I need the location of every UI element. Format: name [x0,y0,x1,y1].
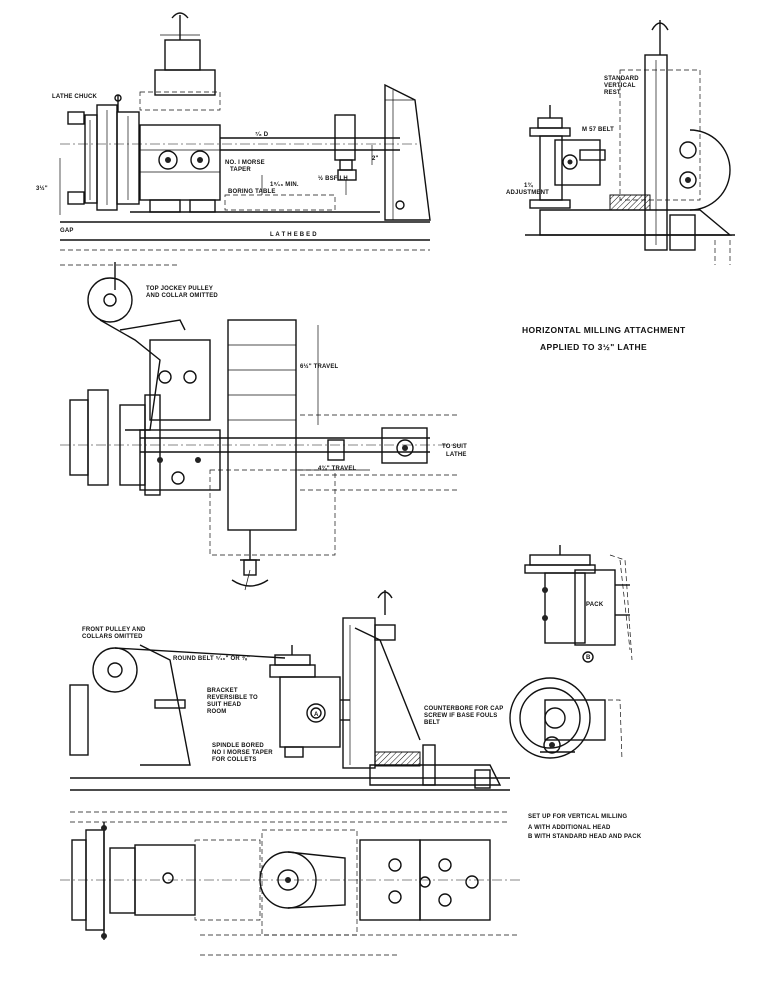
label-standard-rest-3: REST [604,90,621,96]
label-to-suit-1: TO SUIT [442,444,467,450]
label-bracket-2: REVERSIBLE TO [207,695,258,701]
view-plan-labels: TOP JOCKEY PULLEY AND COLLAR OMITTED 6½"… [146,286,467,472]
label-jockey-2: AND COLLAR OMITTED [146,293,218,299]
title-line-1: HORIZONTAL MILLING ATTACHMENT [522,325,686,335]
label-pack: PACK [586,602,604,608]
label-bracket-4: ROOM [207,709,226,715]
label-front-pulley-2: COLLARS OMITTED [82,634,143,640]
view-vertical-labels: FRONT PULLEY AND COLLARS OMITTED ROUND B… [82,627,503,763]
label-travel-4-3-4: 4¾" TRAVEL [318,465,357,472]
label-min-dim: 1⁹⁄₁₆ MIN. [270,182,299,188]
note-heading: SET UP FOR VERTICAL MILLING [528,814,627,820]
view-top-elevation [59,12,431,266]
label-adjustment: ADJUSTMENT [506,190,549,196]
label-dim-3-5: 3½" [36,185,48,192]
marker-a: A [314,712,319,718]
label-bracket-3: SUIT HEAD [207,702,242,708]
label-spindle-2: NO I MORSE TAPER [212,750,273,756]
view-cutter-end [509,677,623,761]
view-pack [524,545,633,663]
marker-b: B [586,655,591,661]
view-top-labels: LATHE CHUCK NO. I MORSE TAPER ⁷⁄₈ D 2" 1… [36,94,379,238]
label-standard-rest-2: VERTICAL [604,83,636,89]
setup-note: SET UP FOR VERTICAL MILLING A WITH ADDIT… [528,814,642,840]
label-boring-table: BORING TABLE [228,189,276,195]
label-travel-6-5: 6½" TRAVEL [300,363,339,370]
title-line-2: APPLIED TO 3½" LATHE [540,342,647,352]
label-spindle-1: SPINDLE BORED [212,743,264,749]
label-dim-7-8: ⁷⁄₈ D [255,132,269,138]
note-line-a: A WITH ADDITIONAL HEAD [528,825,611,831]
label-spindle-3: FOR COLLETS [212,757,257,763]
view-pack-labels: PACK B [586,602,604,661]
label-gap: GAP [60,228,74,234]
label-to-suit-2: LATHE [446,452,467,458]
label-morse-taper-2: TAPER [230,167,251,173]
label-dim-2: 2" [372,156,379,162]
drawing-title: HORIZONTAL MILLING ATTACHMENT APPLIED TO… [522,325,686,352]
label-lathe-chuck: LATHE CHUCK [52,94,98,100]
note-line-b: B WITH STANDARD HEAD AND PACK [528,834,642,840]
view-plan [60,262,460,591]
label-front-pulley-1: FRONT PULLEY AND [82,627,146,633]
view-side-elevation [525,20,735,265]
label-dim-1-3-4: 1¾ [524,182,534,189]
label-lathe-bed: L A T H E B E D [270,232,317,238]
view-vertical-elevation [69,590,510,823]
label-round-belt: ROUND BELT ⁵⁄₁₆" OR ⅜" [173,656,250,662]
label-bracket-1: BRACKET [207,688,238,694]
label-jockey-1: TOP JOCKEY PULLEY [146,286,213,292]
label-morse-taper-1: NO. I MORSE [225,160,265,166]
label-m57-belt: M 57 BELT [582,127,614,133]
view-bottom-plan [60,822,520,956]
label-counterbore-3: BELT [424,720,440,726]
label-counterbore-1: COUNTERBORE FOR CAP [424,706,503,712]
label-counterbore-2: SCREW IF BASE FOULS [424,713,497,719]
label-bsf: ½ BSF LH [318,175,348,182]
view-side-labels: STANDARD VERTICAL REST M 57 BELT 1¾ ADJU… [506,76,639,196]
label-standard-rest-1: STANDARD [604,76,639,82]
